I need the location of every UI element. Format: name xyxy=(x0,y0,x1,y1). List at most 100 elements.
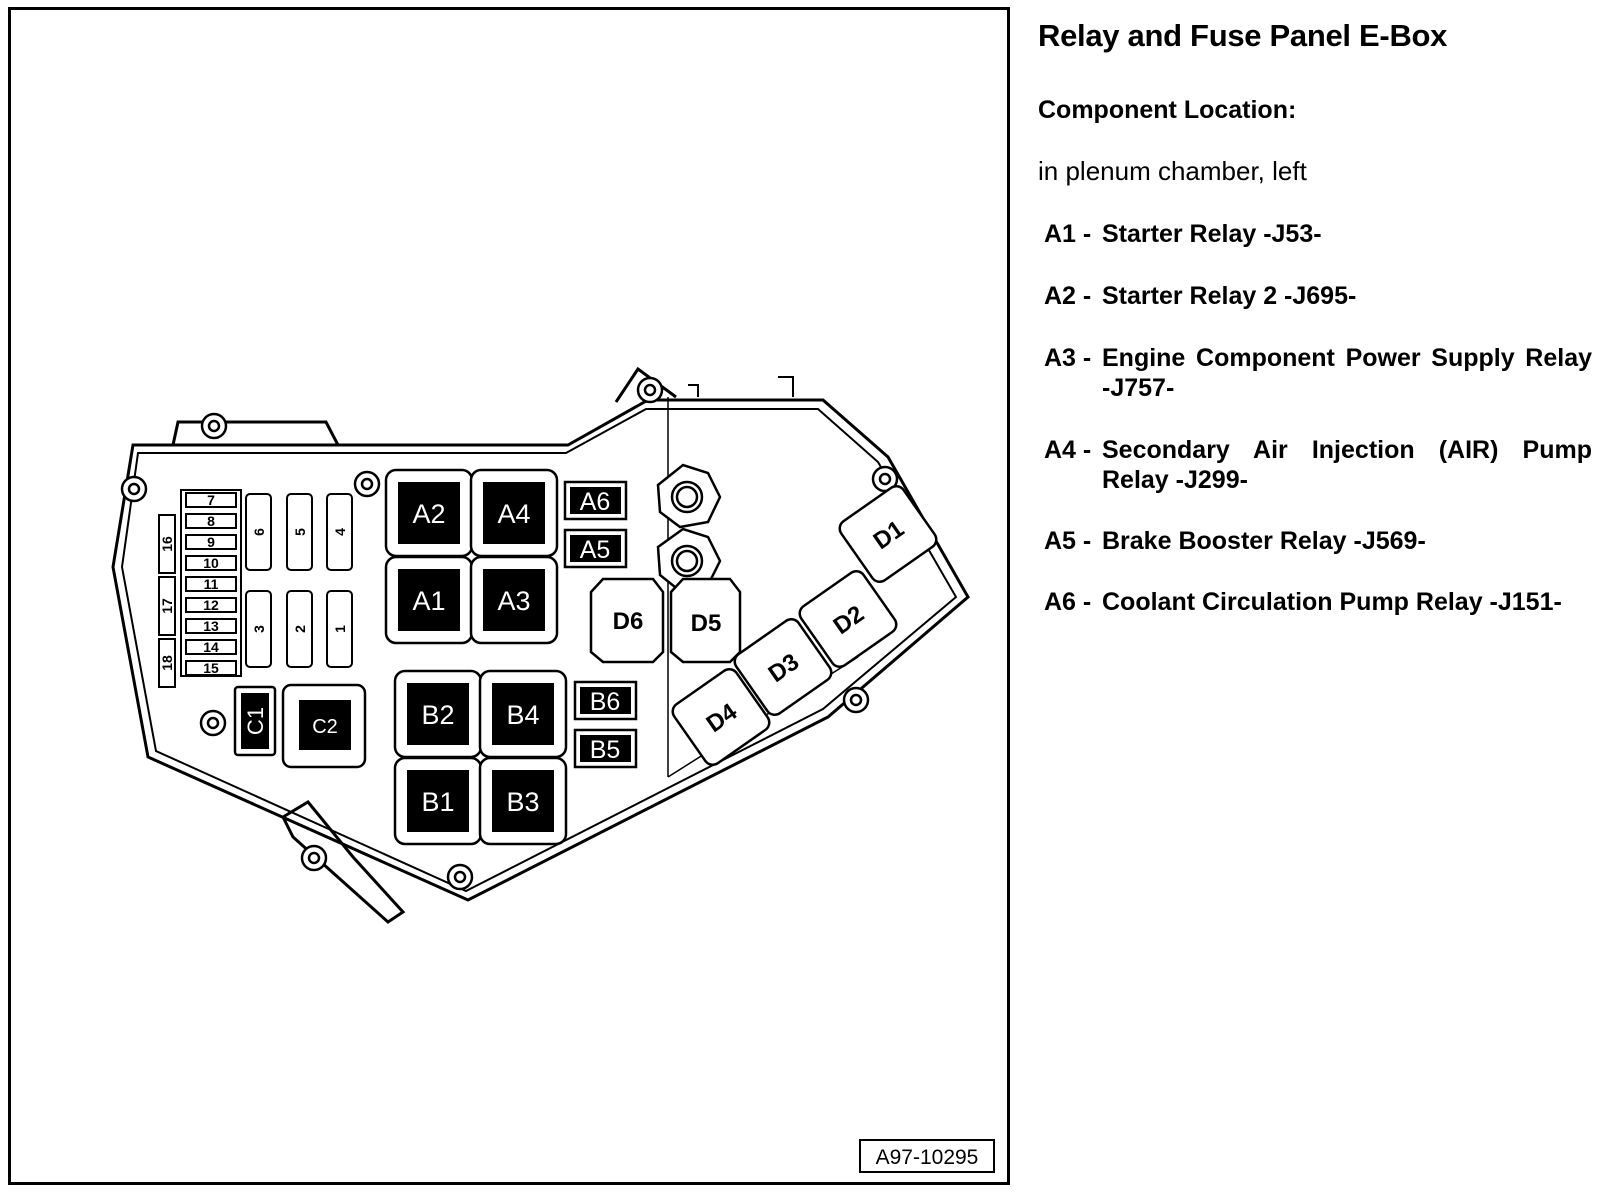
connectors: D6 D5 D4 D3 D2 D1 xyxy=(589,484,938,767)
fuse-9: 9 xyxy=(185,534,237,550)
fuse-4-label: 4 xyxy=(332,528,348,536)
legend-code: A6 - xyxy=(1044,588,1092,616)
relays-c: C1 C2 xyxy=(233,683,367,769)
fuse-14-label: 14 xyxy=(203,639,219,655)
relays-b: B2 B4 B1 B3 xyxy=(393,669,568,846)
fuse-4: 4 xyxy=(326,493,353,571)
relay-B6: B6 xyxy=(573,680,638,721)
legend-item-A2: A2 - Starter Relay 2 -J695- xyxy=(1044,281,1592,311)
relay-A6-label: A6 xyxy=(580,488,611,516)
fuse-11-label: 11 xyxy=(204,576,219,592)
relay-A4: A4 xyxy=(469,468,559,558)
location-text: in plenum chamber, left xyxy=(1038,156,1307,186)
fuse-16: 16 xyxy=(158,514,176,574)
connector-D5: D5 xyxy=(669,577,742,664)
fuse-15: 15 xyxy=(185,660,237,676)
fuse-3-label: 3 xyxy=(251,625,267,633)
maxi-fuses: 6 5 4 3 2 1 xyxy=(245,493,353,668)
relay-A2-label: A2 xyxy=(412,499,445,529)
relay-A5-label: A5 xyxy=(580,536,611,564)
fuse-12-label: 12 xyxy=(203,597,219,613)
fuse-13-label: 13 xyxy=(203,618,219,634)
page-title: Relay and Fuse Panel E-Box xyxy=(1038,18,1448,53)
legend-text: Secondary Air Injection (AIR) Pump Relay… xyxy=(1102,436,1592,494)
relay-C1: C1 xyxy=(233,685,277,757)
relay-B1: B1 xyxy=(393,756,483,846)
relay-B2: B2 xyxy=(393,669,483,759)
legend-code: A1 - xyxy=(1044,220,1092,248)
fuse-15-label: 15 xyxy=(203,660,219,676)
connector-D1: D1 xyxy=(838,484,938,584)
relay-A6: A6 xyxy=(563,480,628,521)
legend-text: Engine Component Power Supply Relay -J75… xyxy=(1102,344,1592,402)
legend-code: A4 - xyxy=(1044,436,1092,464)
fuse-6: 6 xyxy=(245,493,272,571)
legend-text: Starter Relay 2 -J695- xyxy=(1102,282,1357,310)
relay-A2: A2 xyxy=(384,468,474,558)
relay-B3: B3 xyxy=(478,756,568,846)
fuse-18: 18 xyxy=(158,638,176,688)
legend-text: Coolant Circulation Pump Relay -J151- xyxy=(1102,588,1562,616)
relay-A3-label: A3 xyxy=(497,586,530,616)
fuse-9-label: 9 xyxy=(207,534,215,550)
fuse-7: 7 xyxy=(185,492,237,508)
fuse-8-label: 8 xyxy=(207,513,215,529)
fuse-11: 11 xyxy=(185,576,237,592)
relay-C2: C2 xyxy=(281,683,367,769)
legend-item-A3: A3 - Engine Component Power Supply Relay… xyxy=(1044,343,1592,403)
legend-item-A1: A1 - Starter Relay -J53- xyxy=(1044,219,1592,249)
component-location-heading: Component Location: xyxy=(1038,96,1297,124)
fuse-13: 13 xyxy=(185,618,237,634)
small-relays: A6 A5 B6 B5 xyxy=(563,480,638,769)
relay-A3: A3 xyxy=(469,555,559,645)
fuse-strip: 7 8 9 10 11 12 13 14 15 16 17 18 xyxy=(158,489,242,688)
fuse-12: 12 xyxy=(185,597,237,613)
connector-D5-label: D5 xyxy=(691,610,722,637)
mounting-holes xyxy=(120,376,899,891)
fuse-10-label: 10 xyxy=(203,555,219,571)
connector-D6-label: D6 xyxy=(613,608,644,635)
relay-B3-label: B3 xyxy=(506,787,539,817)
relay-C2-label: C2 xyxy=(312,716,338,738)
fuse-16-label: 16 xyxy=(159,536,175,552)
connector-D2: D2 xyxy=(798,569,898,669)
fuse-5-label: 5 xyxy=(292,528,308,536)
fuse-2: 2 xyxy=(286,590,313,668)
fuse-3: 3 xyxy=(245,590,272,668)
legend-code: A5 - xyxy=(1044,527,1092,555)
relays-a: A2 A4 A1 A3 xyxy=(384,468,559,645)
legend-code: A3 - xyxy=(1044,344,1092,372)
relay-B1-label: B1 xyxy=(421,787,454,817)
legend-code: A2 - xyxy=(1044,282,1092,310)
fuse-17: 17 xyxy=(158,576,176,636)
fuse-18-label: 18 xyxy=(159,655,175,671)
relay-B5-label: B5 xyxy=(590,736,621,764)
fuse-10: 10 xyxy=(185,555,237,571)
legend-item-A6: A6 - Coolant Circulation Pump Relay -J15… xyxy=(1044,587,1592,617)
relay-A5: A5 xyxy=(563,528,628,569)
text-panel: Relay and Fuse Panel E-Box Component Loc… xyxy=(1038,0,1598,1192)
relay-A1: A1 xyxy=(384,555,474,645)
legend-text: Brake Booster Relay -J569- xyxy=(1102,527,1426,555)
connector-D4: D4 xyxy=(671,667,771,767)
relay-B2-label: B2 xyxy=(421,700,454,730)
fuse-17-label: 17 xyxy=(159,598,175,614)
fuse-panel-diagram: 7 8 9 10 11 12 13 14 15 16 17 18 6 5 4 3… xyxy=(8,7,1010,1185)
fuse-5: 5 xyxy=(286,493,313,571)
legend-item-A5: A5 - Brake Booster Relay -J569- xyxy=(1044,526,1592,556)
fuse-6-label: 6 xyxy=(251,528,267,536)
fuse-8: 8 xyxy=(185,513,237,529)
fuse-1-label: 1 xyxy=(332,625,348,633)
fuse-7-label: 7 xyxy=(207,492,215,508)
relay-B4-label: B4 xyxy=(506,700,539,730)
connector-D6: D6 xyxy=(589,577,665,664)
relay-B4: B4 xyxy=(478,669,568,759)
fuse-1: 1 xyxy=(326,590,353,668)
figure-id-label: A97-10295 xyxy=(876,1146,979,1169)
relay-B6-label: B6 xyxy=(590,688,621,716)
relay-A4-label: A4 xyxy=(497,499,530,529)
connector-D3: D3 xyxy=(733,617,833,717)
legend-item-A4: A4 - Secondary Air Injection (AIR) Pump … xyxy=(1044,435,1592,495)
fuse-2-label: 2 xyxy=(292,625,308,633)
bolt-terminals xyxy=(656,463,722,593)
